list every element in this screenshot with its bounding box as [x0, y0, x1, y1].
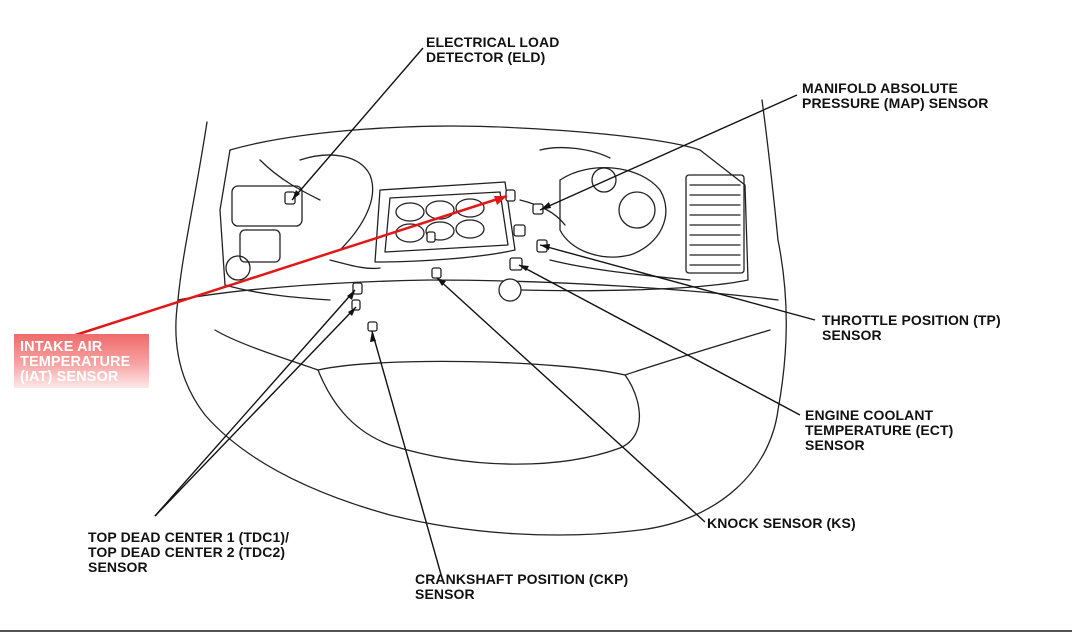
bumper-inner — [177, 279, 779, 301]
hood-outline — [175, 99, 787, 536]
arrow-iat — [494, 196, 507, 205]
leader-ks — [436, 277, 706, 523]
label-ks: KNOCK SENSOR (KS) — [707, 515, 856, 531]
bottom-divider — [0, 630, 1072, 632]
label-eld: ELECTRICAL LOAD DETECTOR (ELD) — [426, 34, 560, 65]
label-map: MANIFOLD ABSOLUTE PRESSURE (MAP) SENSOR — [802, 80, 989, 111]
air-box — [559, 167, 667, 258]
label-tp: THROTTLE POSITION (TP) SENSOR — [822, 312, 1001, 343]
leader-tdc1 — [154, 289, 356, 517]
arrow-tdc2 — [348, 307, 356, 316]
arrow-tp — [540, 244, 550, 250]
leader-tp — [539, 244, 816, 321]
leader-map — [539, 94, 798, 211]
intake-manifold — [374, 181, 516, 263]
arrow-eld — [292, 190, 300, 200]
leader-tdc2 — [154, 306, 357, 517]
label-ect: ENGINE COOLANT TEMPERATURE (ECT) SENSOR — [805, 407, 954, 453]
arrow-map — [540, 202, 551, 210]
arrow-ect — [519, 265, 529, 271]
engine-bay-edge — [229, 125, 749, 292]
leader-iat — [59, 194, 508, 342]
label-ckp: CRANKSHAFT POSITION (CKP) SENSOR — [415, 571, 629, 602]
radiator — [685, 174, 745, 274]
label-iat: INTAKE AIR TEMPERATURE (IAT) SENSOR — [14, 334, 149, 388]
arrow-tdc1 — [347, 290, 355, 300]
leader-ckp — [371, 330, 443, 579]
arrow-ks — [437, 278, 446, 286]
leader-ect — [518, 264, 801, 416]
grille-outline — [317, 360, 641, 465]
leader-eld — [291, 47, 424, 201]
arrow-ckp — [370, 331, 376, 342]
label-tdc: TOP DEAD CENTER 1 (TDC1)/ TOP DEAD CENTE… — [88, 529, 290, 575]
